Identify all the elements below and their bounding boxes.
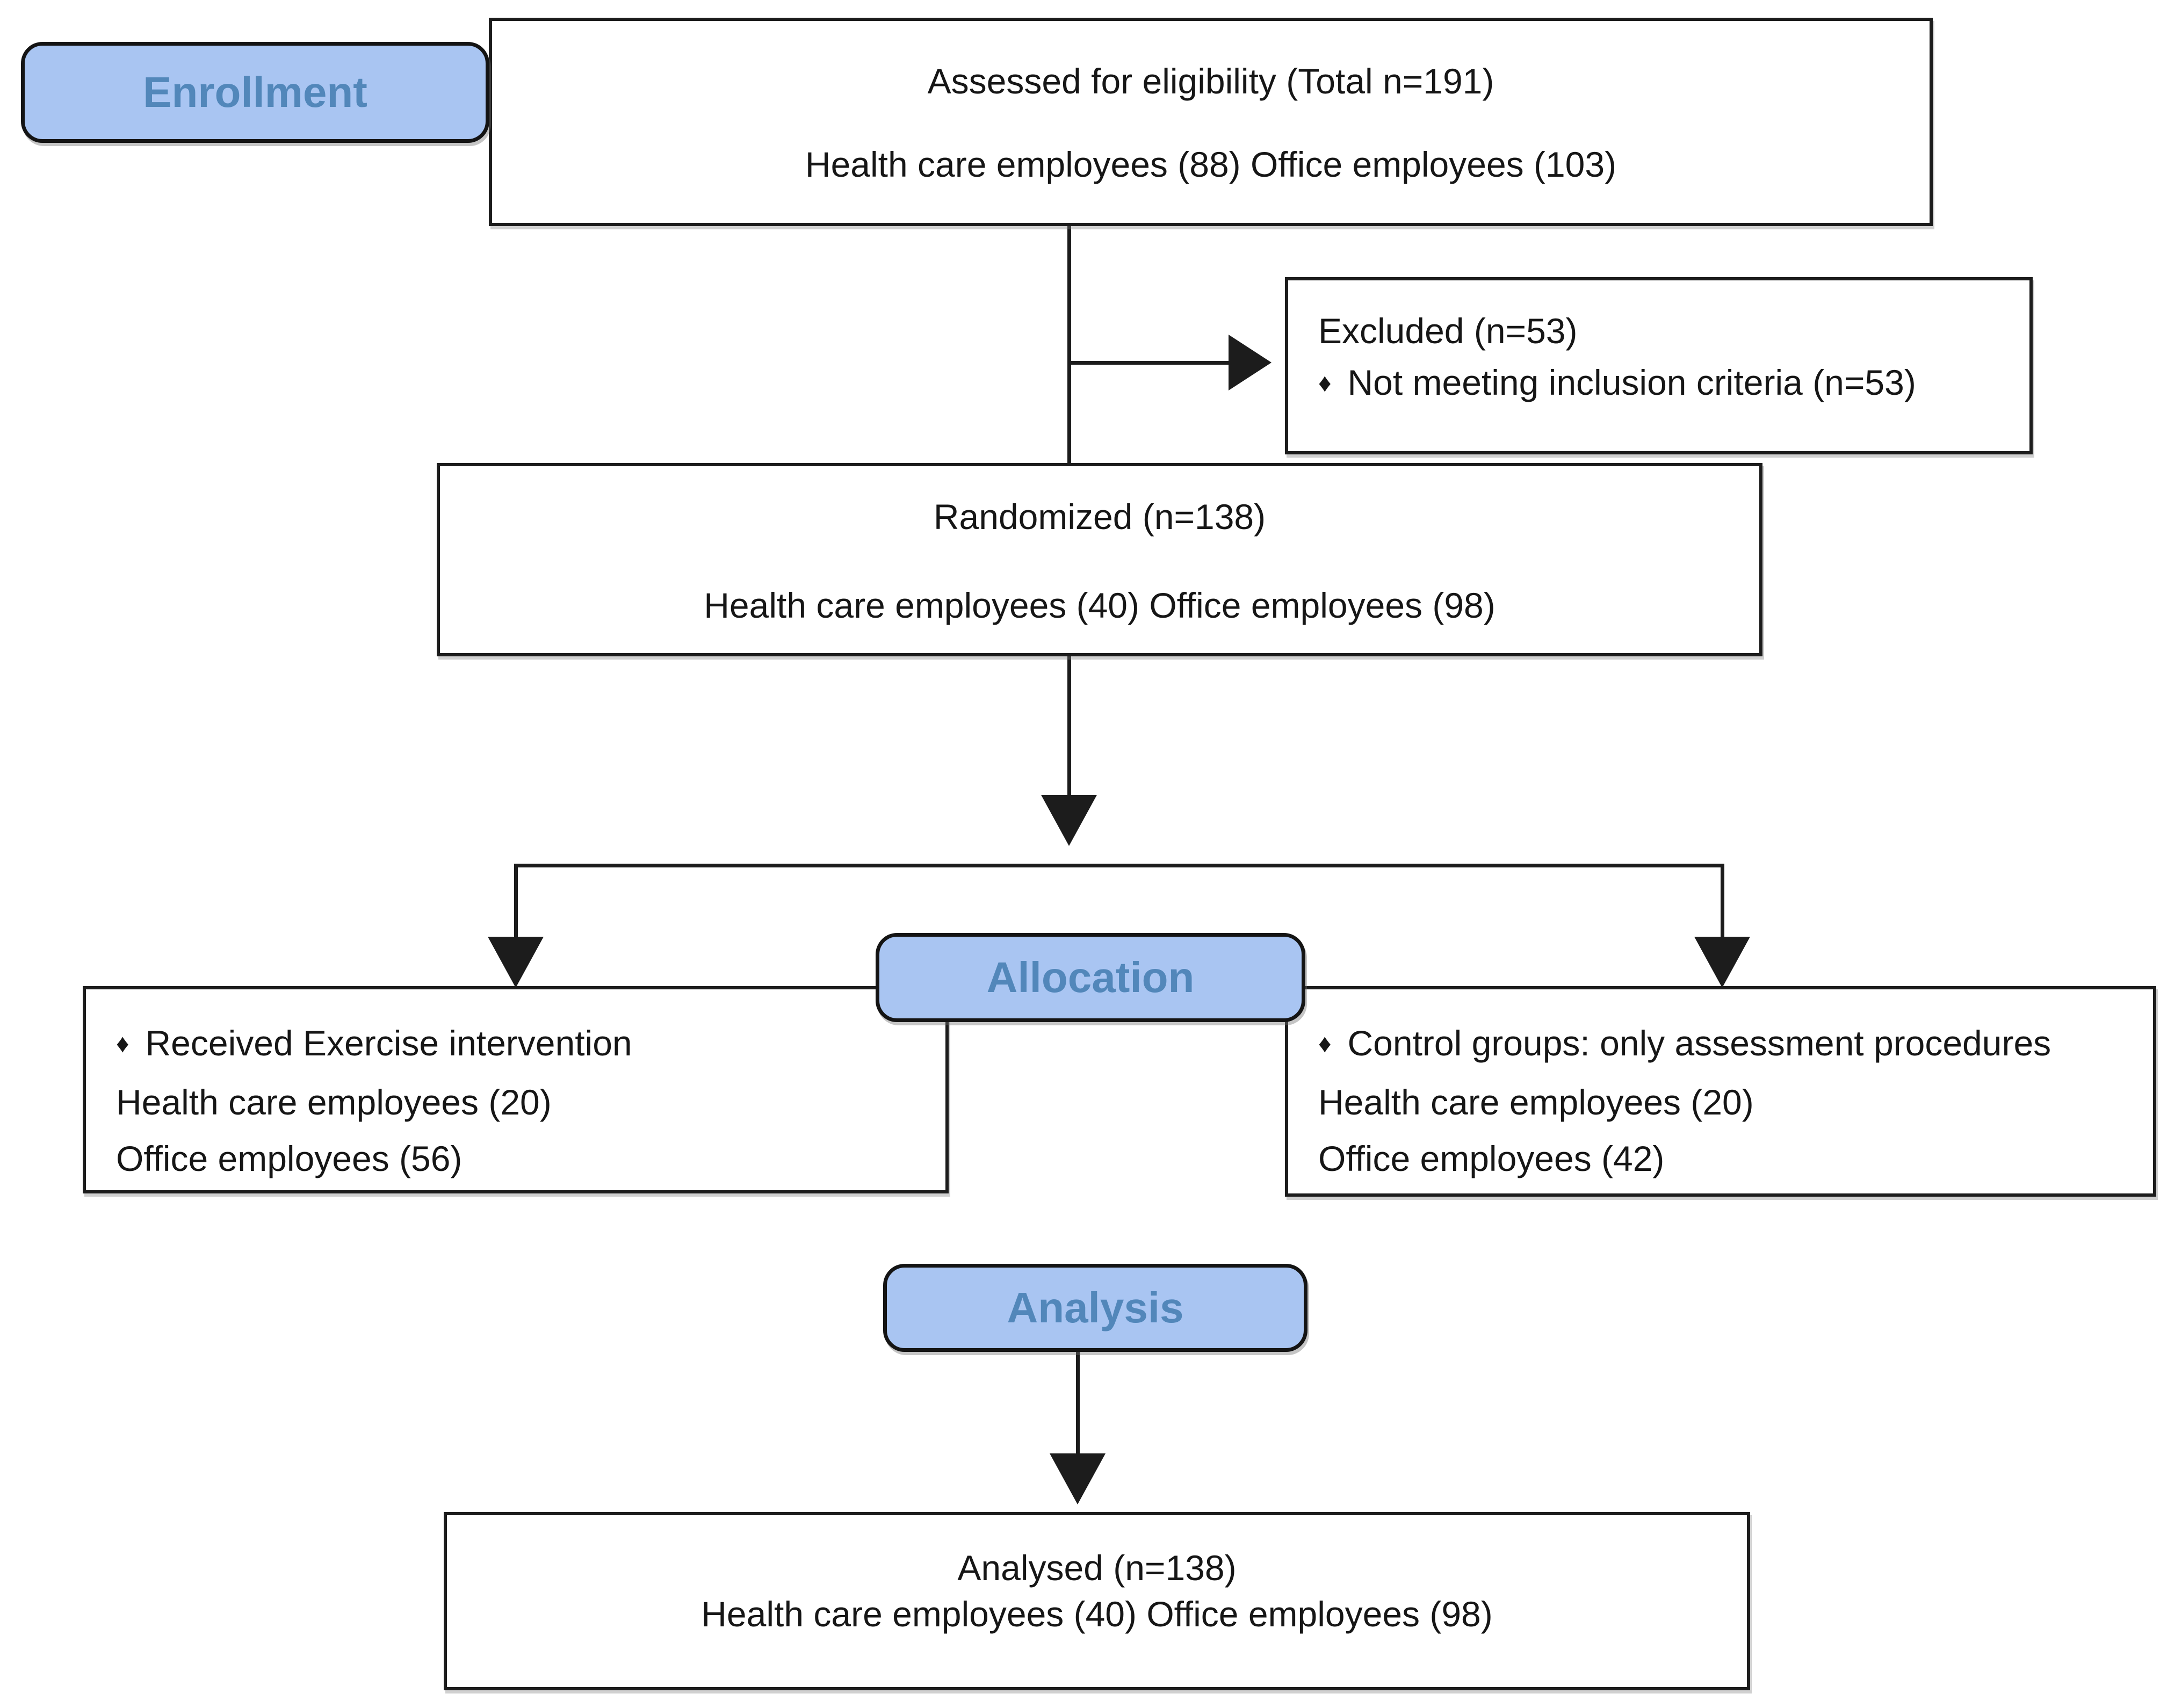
excluded-box: Excluded (n=53) ♦ Not meeting inclusion c…	[1285, 277, 2033, 454]
intervention-line1: ♦ Received Exercise intervention	[116, 1025, 632, 1061]
randomized-box: Randomized (n=138) Health care employees…	[437, 463, 1762, 656]
intervention-line2: Health care employees (20)	[116, 1082, 552, 1122]
connector-split-to-intervention	[514, 866, 518, 937]
diamond-bullet-icon: ♦	[1318, 1030, 1332, 1058]
enrollment-stage-badge: Enrollment	[21, 42, 489, 143]
analysed-box: Analysed (n=138) Health care employees (…	[444, 1512, 1750, 1690]
assessed-line1: Assessed for eligibility (Total n=191)	[927, 61, 1494, 101]
connector-analysis-to-analysed	[1076, 1351, 1080, 1454]
intervention-line3: Office employees (56)	[116, 1139, 463, 1178]
intervention-line1-text: Received Exercise intervention	[145, 1023, 632, 1063]
connector-randomized-to-split	[1067, 656, 1071, 795]
analysed-line1: Analysed (n=138)	[957, 1548, 1237, 1588]
intervention-group-box: ♦ Received Exercise intervention Health c…	[83, 986, 949, 1193]
diamond-bullet-icon: ♦	[116, 1030, 129, 1058]
analysed-line2: Health care employees (40) Office employ…	[701, 1594, 1493, 1634]
analysis-stage-label: Analysis	[1007, 1284, 1184, 1331]
excluded-line2: ♦ Not meeting inclusion criteria (n=53)	[1318, 365, 1916, 400]
enrollment-stage-label: Enrollment	[143, 68, 367, 116]
connector-split-to-control	[1721, 866, 1724, 937]
arrowhead-analysed-icon	[1050, 1453, 1106, 1504]
assessed-line2: Health care employees (88) Office employ…	[805, 144, 1617, 184]
control-line1: ♦ Control groups: only assessment procedu…	[1318, 1025, 2051, 1061]
excluded-line2-text: Not meeting inclusion criteria (n=53)	[1347, 363, 1916, 402]
allocation-stage-badge: Allocation	[876, 933, 1305, 1022]
randomized-line2: Health care employees (40) Office employ…	[704, 585, 1496, 625]
connector-split-horizontal	[514, 864, 1724, 867]
control-line3: Office employees (42)	[1318, 1139, 1665, 1178]
diamond-bullet-icon: ♦	[1318, 369, 1332, 397]
assessed-eligibility-box: Assessed for eligibility (Total n=191) H…	[489, 18, 1933, 226]
control-line1-text: Control groups: only assessment procedur…	[1347, 1023, 2051, 1063]
arrowhead-intervention-icon	[488, 937, 544, 988]
arrowhead-control-icon	[1694, 937, 1750, 988]
allocation-stage-label: Allocation	[986, 953, 1195, 1001]
analysis-stage-badge: Analysis	[883, 1264, 1307, 1352]
control-group-box: ♦ Control groups: only assessment procedu…	[1285, 986, 2156, 1197]
randomized-line1: Randomized (n=138)	[933, 497, 1266, 537]
arrowhead-split-icon	[1041, 795, 1097, 846]
excluded-line1: Excluded (n=53)	[1318, 311, 1578, 351]
connector-assessed-to-randomized	[1067, 226, 1071, 466]
control-line2: Health care employees (20)	[1318, 1082, 1754, 1122]
connector-branch-to-excluded	[1067, 361, 1229, 365]
arrowhead-excluded-icon	[1229, 335, 1272, 390]
